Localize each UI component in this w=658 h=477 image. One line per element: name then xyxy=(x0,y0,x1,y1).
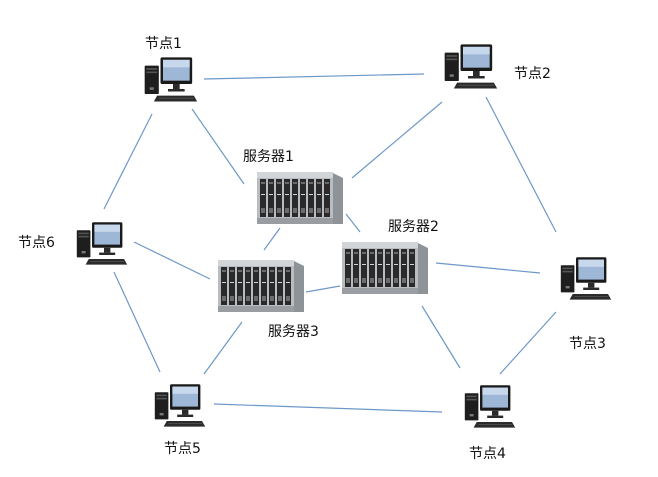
link-n2-s1 xyxy=(351,101,443,179)
server-s3-blade-server-icon xyxy=(218,260,304,312)
node-n6-desktop-computer-icon xyxy=(76,221,128,266)
node-2-label: 节点2 xyxy=(514,66,551,82)
link-n1-s1 xyxy=(191,108,245,185)
link-n2-n3 xyxy=(485,96,557,233)
server-s1-blade-server-icon xyxy=(257,172,343,224)
link-n4-n5 xyxy=(213,403,443,413)
link-n5-s3 xyxy=(203,321,243,375)
connection-lines xyxy=(103,73,557,413)
node-n1-desktop-computer-icon xyxy=(144,56,198,102)
node-n5-desktop-computer-icon xyxy=(154,383,206,428)
node-3-label: 节点3 xyxy=(569,336,606,352)
server-3-label: 服务器3 xyxy=(268,324,319,340)
server-2-label: 服务器2 xyxy=(388,219,439,235)
link-n6-s3 xyxy=(133,241,211,280)
devices xyxy=(76,43,612,429)
node-6-label: 节点6 xyxy=(18,235,55,251)
link-n4-s2 xyxy=(421,305,461,369)
link-s1-s3 xyxy=(263,227,281,251)
node-1-label: 节点1 xyxy=(145,36,182,52)
link-n5-n6 xyxy=(113,271,161,373)
link-n6-n1 xyxy=(103,113,153,210)
link-n3-n4 xyxy=(499,311,557,375)
node-n3-desktop-computer-icon xyxy=(560,256,612,301)
node-n4-desktop-computer-icon xyxy=(464,384,516,429)
link-s2-s3 xyxy=(305,285,341,293)
server-s2-blade-server-icon xyxy=(342,242,428,294)
link-s1-s2 xyxy=(345,213,361,233)
server-1-label: 服务器1 xyxy=(243,149,294,165)
node-4-label: 节点4 xyxy=(469,446,506,462)
link-n1-n2 xyxy=(203,73,425,80)
node-n2-desktop-computer-icon xyxy=(444,43,498,89)
link-n3-s2 xyxy=(435,262,541,274)
node-5-label: 节点5 xyxy=(164,441,201,457)
